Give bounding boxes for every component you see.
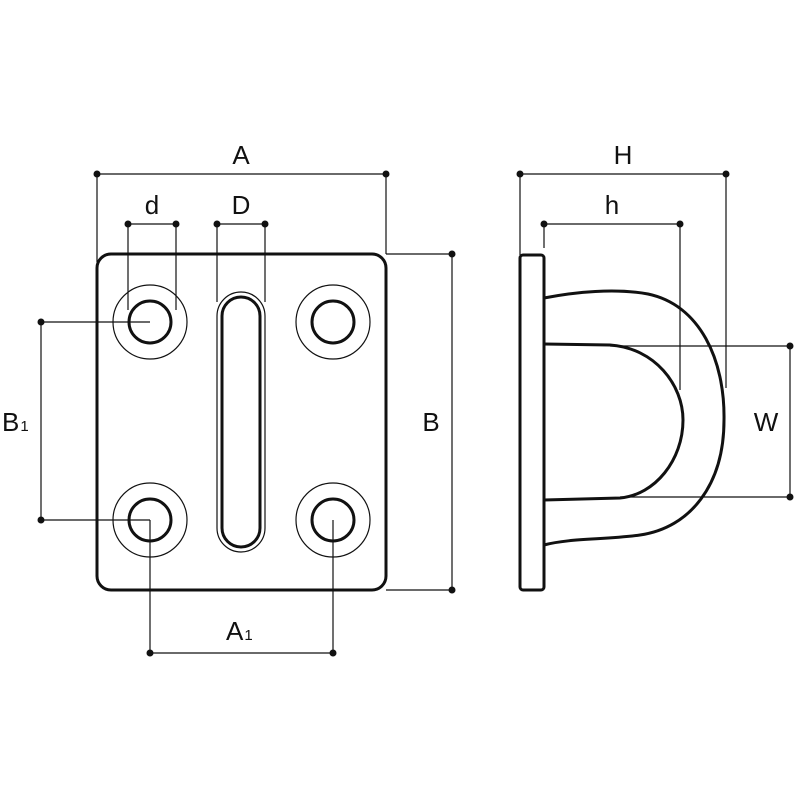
- label-d: d: [145, 190, 159, 220]
- center-slot: [220, 295, 262, 549]
- label-D: D: [232, 190, 251, 220]
- label-H: H: [614, 140, 633, 170]
- label-B1: B1: [2, 407, 29, 437]
- front-view: [95, 252, 388, 592]
- hole-top-right: [295, 284, 371, 360]
- eye-loop: [543, 289, 726, 547]
- dimension-B: B: [386, 250, 456, 594]
- plate-outline: [95, 252, 388, 592]
- dimension-A: A: [93, 140, 390, 262]
- side-view: [518, 253, 726, 592]
- label-h: h: [605, 190, 619, 220]
- label-A1: A1: [226, 616, 253, 646]
- dimension-H: H: [516, 140, 730, 388]
- dimension-h: h: [540, 190, 684, 390]
- label-B: B: [422, 407, 439, 437]
- center-slot-outer: [216, 291, 266, 553]
- dimension-d: d: [124, 190, 180, 310]
- dimension-W: W: [610, 342, 794, 501]
- label-W: W: [754, 407, 779, 437]
- dimension-A1: A1: [146, 520, 337, 657]
- dimension-D: D: [213, 190, 269, 302]
- label-A: A: [232, 140, 250, 170]
- dimension-B1: B1: [2, 318, 150, 524]
- base-plate-side: [518, 253, 546, 592]
